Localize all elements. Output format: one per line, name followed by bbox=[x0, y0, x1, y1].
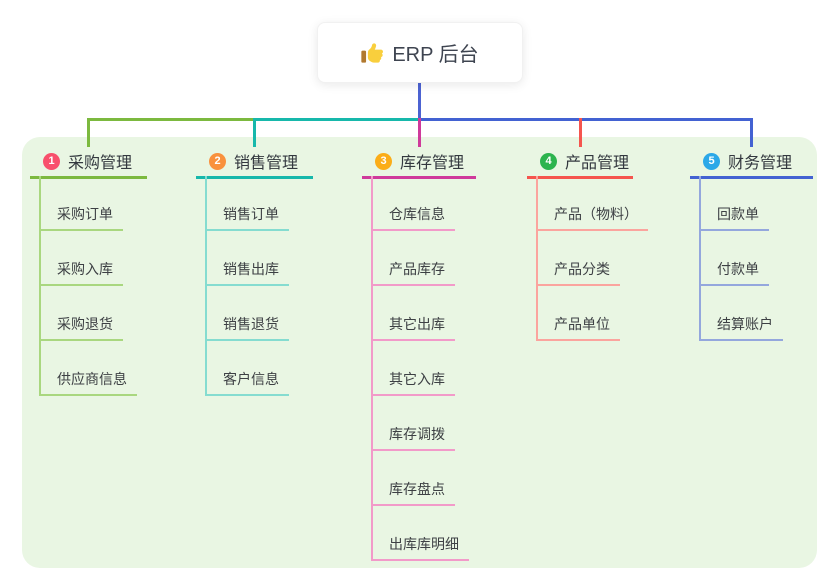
branch-5-number-badge: 5 bbox=[703, 152, 720, 170]
root-node-label: ERP 后台 bbox=[392, 44, 479, 66]
child-node[interactable]: 供应商信息 bbox=[41, 341, 137, 396]
branch-3-children: 仓库信息产品库存其它出库其它入库库存调拨库存盘点出库库明细 bbox=[371, 176, 469, 561]
child-node[interactable]: 库存调拨 bbox=[373, 396, 455, 451]
root-connector-line bbox=[418, 83, 421, 120]
branch-4-number-badge: 4 bbox=[540, 152, 557, 170]
branch-node-2[interactable]: 2 销售管理 bbox=[196, 146, 313, 179]
child-node[interactable]: 销售出库 bbox=[207, 231, 289, 286]
branch-4-label: 产品管理 bbox=[565, 155, 630, 172]
child-node[interactable]: 仓库信息 bbox=[373, 176, 455, 231]
branch-node-5[interactable]: 5 财务管理 bbox=[690, 146, 813, 179]
branch-2-drop-line bbox=[253, 118, 256, 147]
branch-4-children: 产品（物料）产品分类产品单位 bbox=[536, 176, 648, 341]
thumbs-up-icon bbox=[361, 42, 384, 63]
branch-5-drop-line bbox=[750, 118, 753, 147]
child-node[interactable]: 其它出库 bbox=[373, 286, 455, 341]
child-node[interactable]: 产品单位 bbox=[538, 286, 620, 341]
child-node[interactable]: 产品（物料） bbox=[538, 176, 648, 231]
branch-5-label: 财务管理 bbox=[728, 155, 793, 172]
child-node[interactable]: 销售退货 bbox=[207, 286, 289, 341]
root-node[interactable]: ERP 后台 bbox=[317, 22, 523, 83]
branch-1-drop-line bbox=[87, 118, 90, 147]
child-node[interactable]: 付款单 bbox=[701, 231, 769, 286]
branch-4-drop-line bbox=[578, 118, 582, 147]
child-node[interactable]: 客户信息 bbox=[207, 341, 289, 396]
child-node[interactable]: 其它入库 bbox=[373, 341, 455, 396]
branches-panel bbox=[22, 137, 817, 568]
child-node[interactable]: 产品分类 bbox=[538, 231, 620, 286]
branch-2-children: 销售订单销售出库销售退货客户信息 bbox=[205, 176, 289, 396]
bus-line-right bbox=[418, 118, 753, 121]
child-node[interactable]: 结算账户 bbox=[701, 286, 783, 341]
child-node[interactable]: 销售订单 bbox=[207, 176, 289, 231]
child-node[interactable]: 采购退货 bbox=[41, 286, 123, 341]
branch-node-4[interactable]: 4 产品管理 bbox=[527, 146, 633, 179]
child-node[interactable]: 采购订单 bbox=[41, 176, 123, 231]
branch-node-3[interactable]: 3 库存管理 bbox=[362, 146, 476, 179]
child-node[interactable]: 产品库存 bbox=[373, 231, 455, 286]
branch-node-1[interactable]: 1 采购管理 bbox=[30, 146, 147, 179]
branch-2-label: 销售管理 bbox=[234, 155, 299, 172]
child-node[interactable]: 库存盘点 bbox=[373, 451, 455, 506]
branch-3-drop-line bbox=[417, 118, 421, 147]
bus-line-left bbox=[87, 118, 256, 121]
branch-1-number-badge: 1 bbox=[43, 152, 60, 170]
branch-1-children: 采购订单采购入库采购退货供应商信息 bbox=[39, 176, 137, 396]
branch-5-children: 回款单付款单结算账户 bbox=[699, 176, 783, 341]
child-node[interactable]: 采购入库 bbox=[41, 231, 123, 286]
branch-1-label: 采购管理 bbox=[68, 155, 133, 172]
bus-line-mid bbox=[253, 118, 421, 121]
child-node[interactable]: 回款单 bbox=[701, 176, 769, 231]
branch-3-number-badge: 3 bbox=[375, 152, 392, 170]
branch-2-number-badge: 2 bbox=[209, 152, 226, 170]
child-node[interactable]: 出库库明细 bbox=[373, 506, 469, 561]
branch-3-label: 库存管理 bbox=[400, 155, 465, 172]
